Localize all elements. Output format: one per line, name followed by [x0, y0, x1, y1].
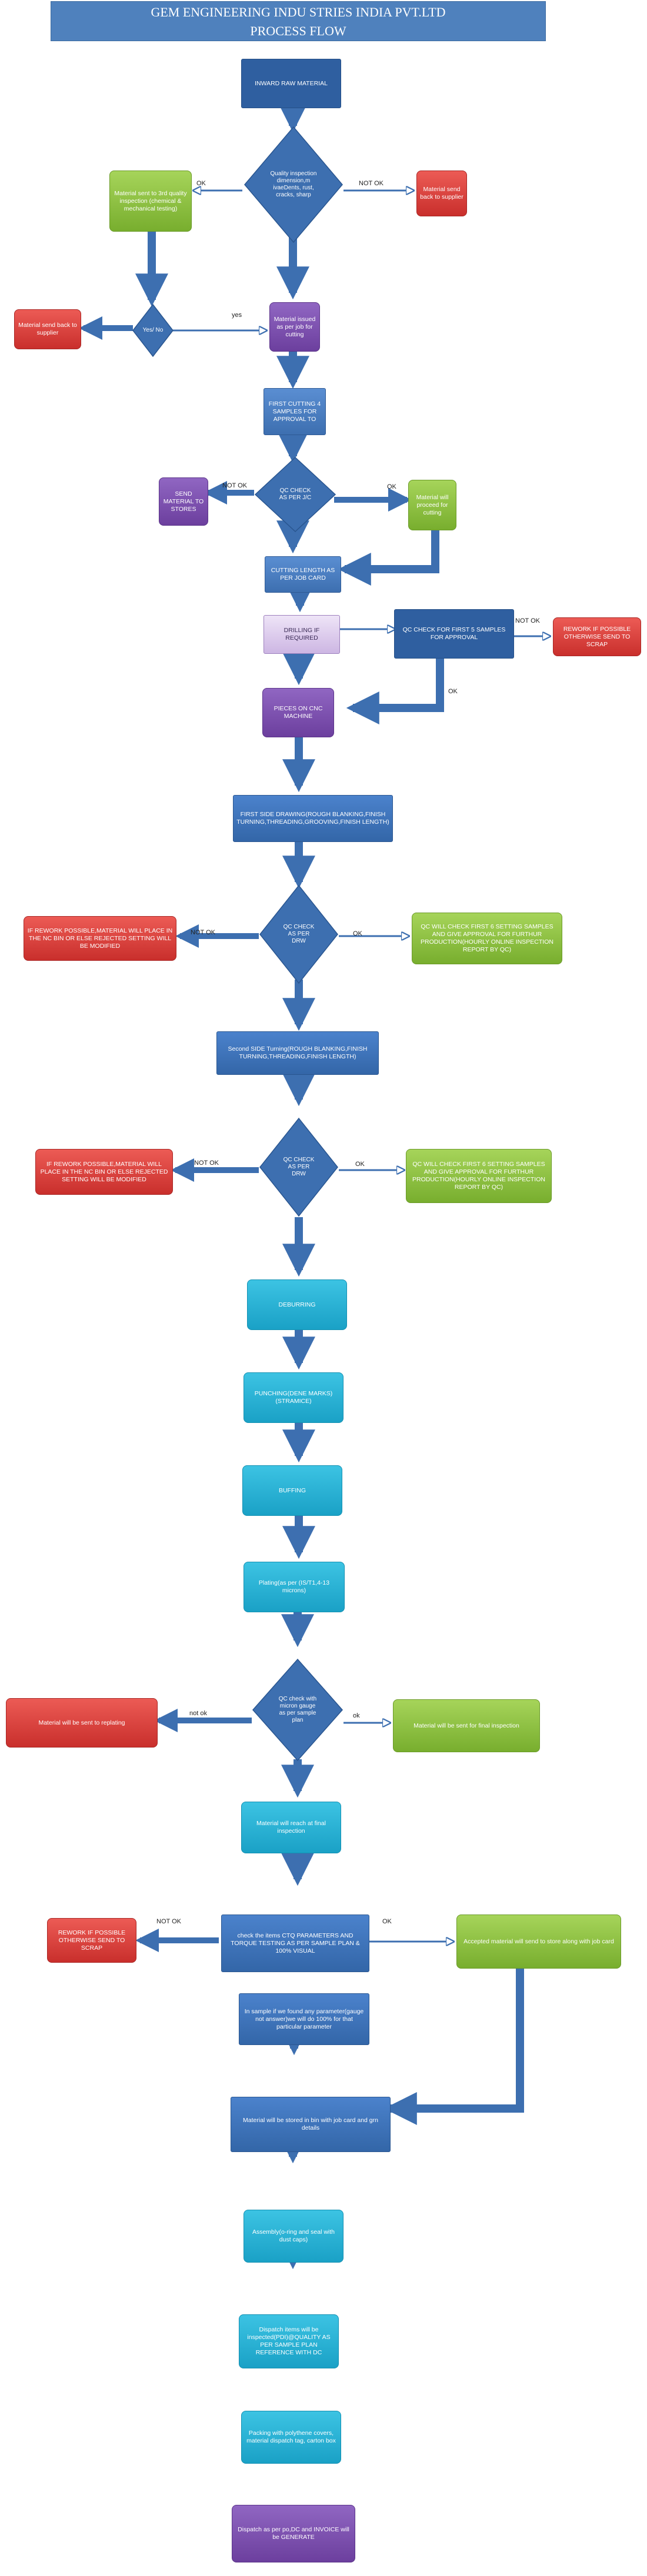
- label-notok-3: NOT OK: [222, 482, 247, 489]
- node-dispatch-inspection: Dispatch items will be inspected(PDI)@QU…: [239, 2314, 339, 2368]
- node-qc-setting-samples-2: QC WILL CHECK FIRST 6 SETTING SAMPLES AN…: [406, 1149, 552, 1203]
- node-punching: PUNCHING(DENE MARKS)(STRAMICE): [244, 1372, 343, 1423]
- node-qc-setting-samples-1: QC WILL CHECK FIRST 6 SETTING SAMPLES AN…: [412, 913, 562, 964]
- decision-qc-drw-2-text: QC CHECK AS PER DRW: [283, 1157, 315, 1177]
- node-send-to-stores: SEND MATERIAL TO STORES: [159, 477, 208, 526]
- decision-qc-jc: [254, 456, 336, 533]
- label-notok-1: NOT OK: [359, 180, 383, 187]
- node-accepted-material: Accepted material will send to store alo…: [456, 1915, 621, 1969]
- label-ok-ctq: OK: [382, 1918, 392, 1925]
- node-qc-first-5: QC CHECK FOR FIRST 5 SAMPLES FOR APPROVA…: [394, 609, 514, 659]
- node-buffing: BUFFING: [242, 1465, 342, 1516]
- arrow-qc5-cnc: [346, 657, 444, 724]
- node-plating: Plating(as per (IS/T1,4-13 microns): [244, 1562, 345, 1612]
- label-ok-4: OK: [353, 930, 362, 937]
- label-ok-1: OK: [196, 180, 206, 187]
- node-sample-boundary: In sample if we found any parameter(gaug…: [239, 1993, 369, 2045]
- node-inward-raw-material: INWARD RAW MATERIAL: [241, 59, 341, 108]
- decision-micron-gauge: [252, 1658, 343, 1762]
- node-second-side-turning: Second SIDE Turning(ROUGH BLANKING,FINIS…: [216, 1031, 379, 1075]
- node-final-inspection: Material will reach at final inspection: [241, 1802, 341, 1853]
- node-assembly: Assembly(o-ring and seal with dust caps): [244, 2210, 343, 2263]
- decision-micron-gauge-text: QC check with micron gauge as per sample…: [278, 1696, 317, 1723]
- node-rework-scrap-1: REWORK IF POSSIBLE OTHERWISE SEND TO SCR…: [553, 617, 641, 656]
- node-red-send-back: Material send back to supplier: [14, 309, 81, 349]
- decision-yes-no: [132, 303, 174, 358]
- node-rework-nc-bin-2: IF REWORK POSSIBLE,MATERIAL WILL PLACE I…: [35, 1149, 173, 1195]
- decision-qc-drw-1-text: QC CHECK AS PER DRW: [283, 924, 315, 944]
- node-drilling: DRILLING IF REQUIRED: [264, 615, 340, 654]
- decision-qc-drw-1: [259, 884, 338, 984]
- label-ok-6: ok: [353, 1712, 360, 1719]
- decision-quality-inspection: [244, 126, 343, 243]
- arrow-accepted-stored: [383, 1969, 524, 2125]
- label-notok-ctq: NOT OK: [156, 1918, 181, 1925]
- node-first-side-drawing: FIRST SIDE DRAWING(ROUGH BLANKING,FINISH…: [233, 795, 393, 842]
- arrow-proceed-cutlen: [338, 530, 439, 586]
- label-notok-rework1: NOT OK: [515, 617, 540, 624]
- decision-qc-jc-text: QC CHECK AS PER J/C: [279, 487, 312, 501]
- label-yes: yes: [232, 312, 242, 319]
- company-title: GEM ENGINEERING INDU STRIES INDIA PVT.LT…: [151, 5, 446, 19]
- decision-quality-inspection-text: Quality inspection dimension,m ivaeDents…: [270, 171, 317, 198]
- process-flow-title: PROCESS FLOW: [250, 24, 346, 38]
- node-proceed-cutting: Material will proceed for cutting: [408, 480, 456, 530]
- label-ok-3: OK: [387, 483, 396, 490]
- node-send-back-supplier: Material send back to supplier: [416, 171, 467, 216]
- label-notok-4: NOT OK: [191, 929, 215, 936]
- node-cnc-machine: PIECES ON CNC MACHINE: [262, 688, 334, 737]
- node-stored-in-bin: Material will be stored in bin with job …: [231, 2097, 391, 2152]
- decision-yes-no-text: Yes/ No: [142, 327, 164, 333]
- node-replating: Material will be sent to replating: [6, 1698, 158, 1748]
- node-third-party-testing: Material sent to 3rd quality inspection …: [109, 171, 192, 232]
- node-dispatch-final: Dispatch as per po,DC and INVOICE will b…: [232, 2505, 355, 2562]
- node-first-cutting: FIRST CUTTING 4 SAMPLES FOR APPROVAL TO: [264, 388, 326, 435]
- label-ok-5: OK: [355, 1161, 365, 1168]
- label-ok-qc5: OK: [448, 688, 458, 695]
- node-rework-nc-bin-1: IF REWORK POSSIBLE,MATERIAL WILL PLACE I…: [24, 916, 176, 961]
- node-rework-scrap-2: REWORK IF POSSIBLE OTHERWISE SEND TO SCR…: [47, 1918, 136, 1963]
- label-notok-5: NOT OK: [194, 1160, 219, 1167]
- page-header: GEM ENGINEERING INDU STRIES INDIA PVT.LT…: [51, 1, 546, 41]
- node-cutting-length: CUTTING LENGTH AS PER JOB CARD: [265, 556, 341, 593]
- node-packing: Packing with polythene covers, material …: [241, 2411, 341, 2464]
- decision-qc-drw-2: [259, 1117, 338, 1217]
- node-material-issued: Material issued as per job for cutting: [269, 302, 320, 352]
- node-deburring: DEBURRING: [247, 1279, 347, 1330]
- label-notok-6: not ok: [189, 1710, 207, 1717]
- node-final-inspection-send: Material will be sent for final inspecti…: [393, 1699, 540, 1752]
- node-check-ctq: check the items CTQ PARAMETERS AND TORQU…: [221, 1915, 369, 1972]
